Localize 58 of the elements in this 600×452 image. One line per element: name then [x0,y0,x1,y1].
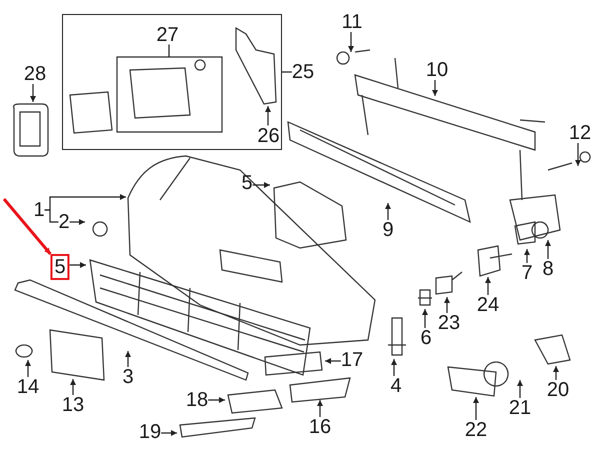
callout-number: 26 [257,126,280,146]
callout-number: 19 [138,422,162,442]
callout-number: 20 [546,380,570,400]
leader-arrow [70,219,85,225]
callout-number: 10 [426,60,448,80]
leader-arrow [325,358,341,364]
callout-number: 18 [186,390,208,410]
leader-arrow [317,400,323,417]
leader-arrow [422,309,428,328]
callout-number: 23 [438,313,460,333]
callout-number: 8 [542,259,554,279]
leader-arrow [444,297,450,313]
leader-line [282,71,292,73]
leader-line [168,44,170,57]
leader-arrow [545,240,551,259]
callout-number: 11 [342,12,362,32]
callout-number: 22 [464,420,488,440]
leader-arrow [391,359,397,376]
leader-arrow [265,106,271,126]
leader-arrow [25,360,31,377]
callout-number: 12 [568,123,592,143]
callout-number: 5 [50,254,70,280]
leader-arrow [161,430,177,436]
leader-arrow [517,380,523,398]
leader-arrow [252,182,270,188]
callout-number: 2 [58,212,70,232]
callout-number: 13 [62,395,84,415]
leader-arrow [553,366,559,380]
callout-number: 9 [382,220,394,240]
leader-arrow [70,262,86,268]
callout-number: 21 [508,398,532,418]
highlight-arrow [2,198,52,255]
leader-arrow [208,397,225,403]
callout-number: 4 [390,376,402,396]
callout-number: 5 [241,173,253,193]
leader-arrow [125,351,131,367]
callout-number: 27 [156,24,179,44]
callout-number: 6 [420,328,432,348]
leader-arrow [385,203,391,220]
leader-arrow [70,379,76,395]
callout-number: 1 [33,200,45,220]
callout-number: 3 [122,367,134,387]
callout-number: 17 [340,350,364,370]
leader-arrow [473,397,479,420]
leader-arrow [575,143,581,166]
leader-arrow [432,80,438,96]
callout-number: 16 [308,417,332,437]
callout-number: 25 [292,62,314,82]
callout-number: 28 [24,64,46,84]
leader-arrow [348,32,354,52]
leader-arrow [524,249,530,263]
callout-number: 7 [521,263,533,283]
leader-arrow [30,84,36,102]
leader-line [44,209,58,223]
leader-arrow [485,277,491,295]
callout-number: 24 [476,295,500,315]
callout-number: 14 [16,377,40,397]
inset-frame [62,14,282,150]
